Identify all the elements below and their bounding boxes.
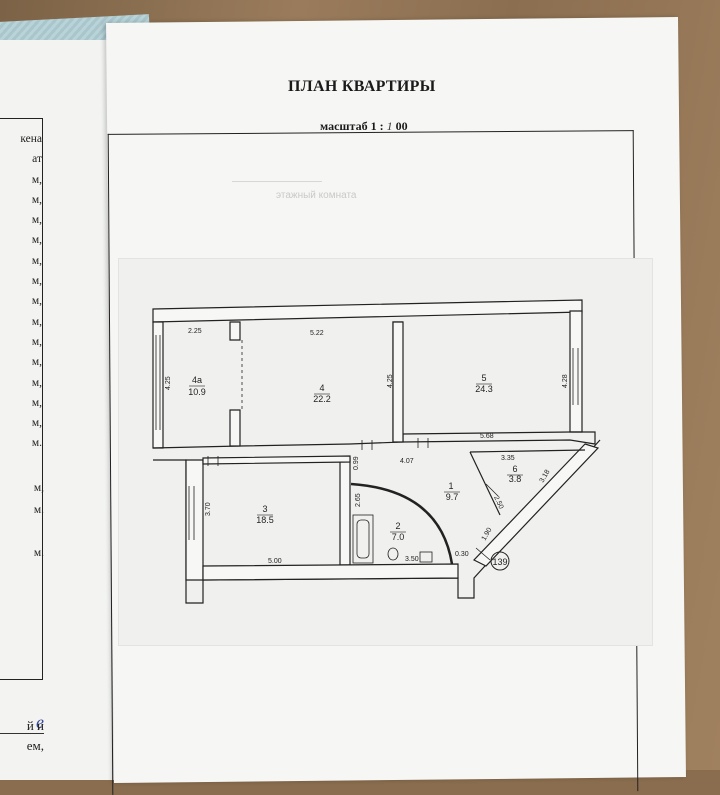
left-page-lines: кена ат м, м, м, м, м, м, м, м, м, м, м,…: [0, 133, 44, 458]
left-line: ем,: [26, 738, 44, 753]
dimension-label: 4.25: [387, 374, 394, 388]
partition-6: [469, 451, 501, 516]
left-line: м,: [31, 193, 42, 206]
left-line: кена: [20, 133, 42, 145]
bathroom-arc-wall: [350, 482, 454, 565]
room-6-number: 6: [512, 464, 517, 474]
room-5-area: 24.3: [475, 384, 493, 394]
dimension-label: 2.65: [355, 493, 362, 507]
dimension-label: 0.30: [455, 551, 469, 558]
room-1-area: 9.7: [446, 492, 459, 502]
sink-icon: [419, 551, 433, 563]
door-4: [361, 440, 373, 450]
room-2-number: 2: [395, 521, 400, 531]
dimension-label: 4.07: [400, 458, 414, 465]
wall-diagonal: [473, 443, 600, 567]
plan-background: [118, 258, 653, 646]
wall-mid: [152, 321, 596, 449]
dimension-label: 4.25: [165, 376, 172, 390]
wall-left-3: [185, 459, 204, 581]
left-line: м,: [31, 214, 42, 227]
floor-plan: 139 4а 10.9 4 22.2 5 24.3 1 9.7 6 3.8 3 …: [152, 299, 601, 604]
handwritten-mark: е: [0, 712, 44, 734]
left-line: м,: [31, 254, 42, 267]
wall-left-4a: [152, 321, 164, 449]
toilet-icon: [387, 547, 399, 561]
page-title: ПЛАН КВАРТИРЫ: [288, 78, 436, 95]
left-page-table: [0, 118, 43, 680]
room-1-number: 1: [448, 481, 453, 491]
faded-text: этажный комната: [276, 190, 357, 201]
faded-line: [232, 181, 322, 182]
dimension-label: 4.28: [562, 374, 569, 388]
partition-6-top: [469, 449, 586, 453]
dimension-label: 5.00: [268, 558, 282, 565]
door-5: [417, 438, 429, 448]
bathtub-icon: [352, 514, 374, 564]
wall-top: [152, 299, 583, 323]
door-6: [485, 483, 499, 497]
scale-handwritten: 1: [386, 119, 393, 133]
window-3: [188, 486, 195, 540]
room-3-area: 18.5: [256, 515, 274, 525]
stamp-number: 139: [492, 557, 507, 567]
left-line: м,: [31, 173, 42, 186]
door-3: [207, 456, 219, 466]
room-4a-number: 4а: [192, 375, 202, 385]
left-line: м,: [33, 482, 44, 494]
dimension-label: 3.35: [501, 455, 515, 462]
scale-prefix: масштаб 1 :: [320, 119, 384, 133]
dimension-label: 3.50: [405, 556, 419, 563]
left-line: м,: [31, 315, 42, 328]
dimension-label: 5.22: [310, 330, 324, 337]
left-line: м.: [33, 547, 44, 559]
room-3-number: 3: [262, 504, 267, 514]
room-4-area: 22.2: [313, 394, 331, 404]
wall-4-5: [392, 321, 404, 443]
room-2-area: 7.0: [392, 532, 405, 542]
wall-3-2: [339, 457, 351, 566]
dimension-label: 3.70: [205, 502, 212, 516]
left-line: м.: [33, 504, 44, 516]
stamp-circle: [490, 551, 510, 571]
left-line: м.: [31, 437, 42, 450]
dimension-label: 2.25: [188, 328, 202, 335]
window-5: [572, 348, 579, 405]
entrance-door: [475, 547, 491, 561]
left-line: м,: [31, 234, 42, 247]
bathtub-inner-icon: [356, 519, 370, 559]
left-line: ат: [32, 153, 42, 166]
room-4-number: 4: [319, 383, 324, 393]
left-line: м,: [31, 275, 42, 288]
wall-right: [569, 310, 583, 433]
scale-label: масштаб 1 : 1 00: [320, 119, 408, 134]
left-line: м,: [31, 335, 42, 348]
left-line: й и: [26, 718, 44, 733]
left-line: м,: [31, 295, 42, 308]
dimension-label: 0.99: [353, 456, 360, 470]
room-5-number: 5: [481, 373, 486, 383]
room-4a-area: 10.9: [188, 387, 206, 397]
left-line: м,: [31, 417, 42, 430]
left-line: м,: [31, 356, 42, 369]
left-line: м,: [31, 396, 42, 409]
wall-bottom: [202, 563, 459, 581]
wall-4a-4-bottom: [229, 409, 241, 447]
dimension-label: 1.90: [481, 527, 494, 542]
left-line: м,: [31, 376, 42, 389]
dimension-label: 5.68: [480, 433, 494, 440]
wall-4a-4-top: [229, 321, 241, 341]
window-4a: [155, 335, 161, 430]
wall-top-3: [202, 455, 351, 465]
scale-suffix: 00: [395, 119, 408, 133]
room-6-area: 3.8: [509, 474, 522, 484]
